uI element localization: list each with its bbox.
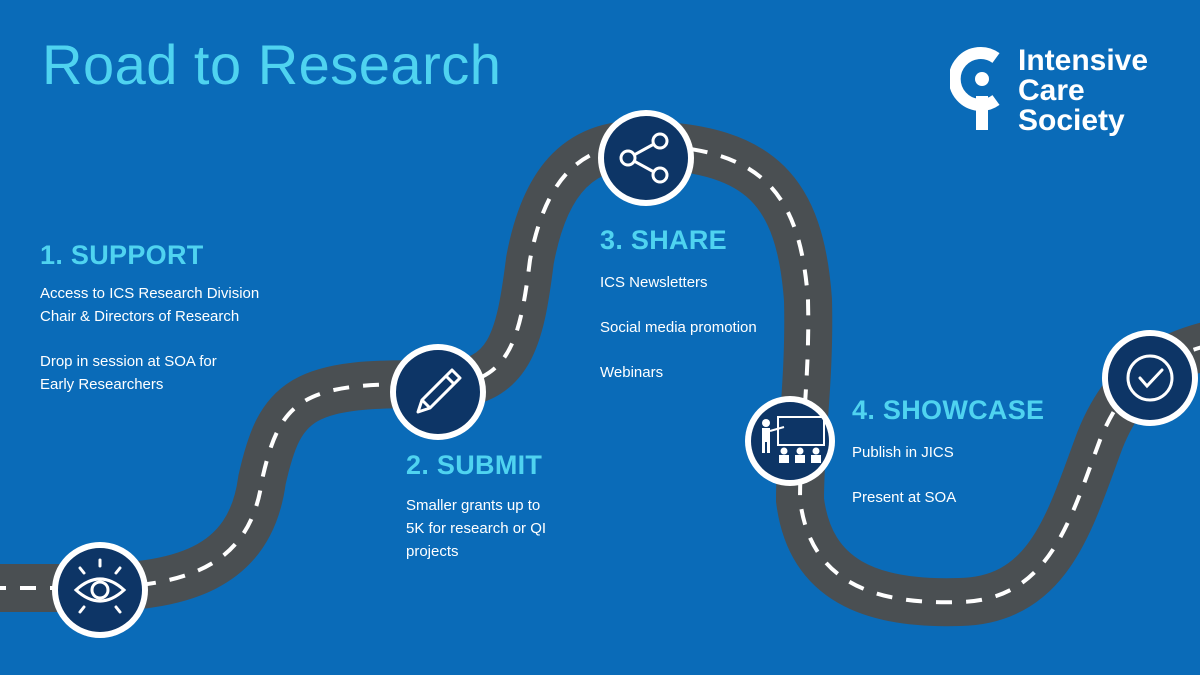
step-4-details: Publish in JICS Present at SOA <box>852 442 956 509</box>
step-2-item-1: Smaller grants up to <box>406 497 541 514</box>
step-1-item-1: Access to ICS Research Division <box>40 285 260 302</box>
milestone-presentation <box>745 396 835 486</box>
step-2-item-2: 5K for research or QI <box>406 520 547 537</box>
step-2-item-3: projects <box>406 543 459 560</box>
road-center-line <box>0 142 1200 605</box>
milestone-share <box>598 110 694 206</box>
milestone-checkmark <box>1102 330 1198 426</box>
step-3-details: ICS Newsletters Social media promotion W… <box>600 272 757 384</box>
logo-line-3: Society <box>1018 104 1125 137</box>
step-4-item-2: Present at SOA <box>852 489 957 506</box>
step-3-item-3: Webinars <box>600 364 664 381</box>
step-4-heading: 4. SHOWCASE <box>852 395 1045 425</box>
ics-logo: Intensive Care Society <box>950 44 1180 144</box>
step-1-item-4: Early Researchers <box>40 376 164 393</box>
logo-line-1: Intensive <box>1018 44 1149 77</box>
logo-wordmark: Intensive Care Society <box>1018 46 1148 136</box>
presentation-icon <box>762 416 825 463</box>
step-3-item-2: Social media promotion <box>600 319 757 336</box>
ics-logo-mark <box>950 47 1000 130</box>
eye-icon <box>73 558 127 614</box>
share-icon <box>619 132 669 184</box>
milestone-pencil <box>390 344 486 440</box>
milestone-eye <box>52 542 148 638</box>
logo-line-2: Care <box>1018 74 1085 107</box>
step-3-item-1: ICS Newsletters <box>600 274 708 291</box>
step-4-item-1: Publish in JICS <box>852 444 954 461</box>
pencil-icon <box>416 368 462 414</box>
step-2-details: Smaller grants up to 5K for research or … <box>406 494 546 563</box>
step-2-heading: 2. SUBMIT <box>406 450 543 480</box>
step-3-heading: 3. SHARE <box>600 225 727 255</box>
page-title: Road to Research <box>42 33 502 96</box>
step-1-item-3: Drop in session at SOA for <box>40 353 217 370</box>
step-1-details: Access to ICS Research Division Chair & … <box>40 282 259 396</box>
step-1-item-2: Chair & Directors of Research <box>40 308 240 325</box>
checkmark-icon <box>1126 354 1174 402</box>
step-1-heading: 1. SUPPORT <box>40 240 204 270</box>
